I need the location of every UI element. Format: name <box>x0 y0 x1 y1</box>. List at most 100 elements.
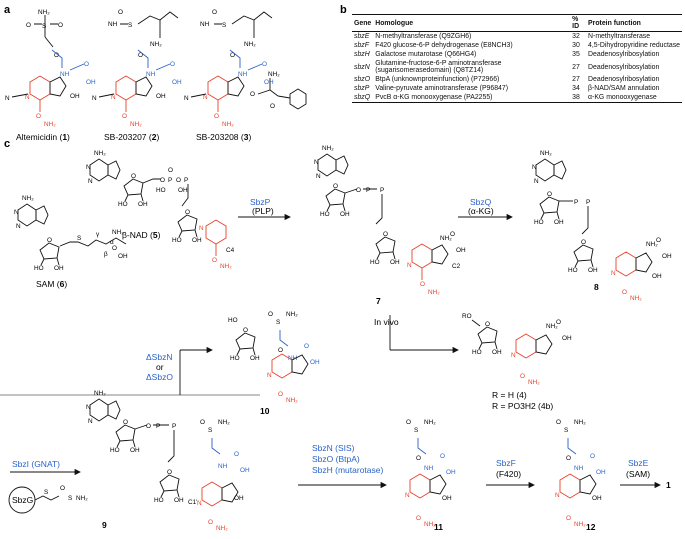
svg-text:OH: OH <box>562 335 572 342</box>
svg-text:NH₂: NH₂ <box>528 379 540 386</box>
svg-text:NH: NH <box>288 355 298 362</box>
svg-text:O: O <box>520 373 525 380</box>
svg-text:NH: NH <box>218 463 228 470</box>
svg-text:P: P <box>184 177 188 184</box>
function-cell: Deadenosylribosylation <box>588 51 660 58</box>
svg-text:NH₂: NH₂ <box>222 121 234 128</box>
sam-structure: S NH₂ OH O <box>13 194 128 273</box>
sbzI-label: SbzI (GNAT) <box>12 459 60 469</box>
sbzP-label: SbzP <box>250 197 271 207</box>
homologue-cell: Valine-pyruvate aminotransferase (P96847… <box>375 85 509 92</box>
svg-text:O: O <box>170 61 175 68</box>
svg-text:O: O <box>622 289 627 296</box>
svg-text:OH: OH <box>234 495 244 502</box>
svg-text:OH: OH <box>118 253 128 260</box>
svg-text:O: O <box>176 177 181 184</box>
svg-text:NH₂: NH₂ <box>218 419 230 426</box>
panel-a-label: a <box>4 4 11 16</box>
svg-text:P: P <box>156 423 160 430</box>
sam-cofactor-label: (SAM) <box>626 469 650 479</box>
svg-text:NH₂: NH₂ <box>286 311 298 318</box>
function-cell: 4,5-Dihydropyridine reductase <box>588 42 680 49</box>
svg-text:HO: HO <box>228 317 238 324</box>
svg-text:N: N <box>184 95 189 102</box>
svg-text:P: P <box>366 187 370 194</box>
svg-text:OH: OH <box>446 469 456 476</box>
svg-text:O: O <box>214 113 219 120</box>
svg-text:O: O <box>656 237 661 244</box>
svg-text:OH: OH <box>652 273 662 280</box>
svg-text:S: S <box>42 23 46 30</box>
table-row: sbzF F420 glucose-6-P dehydrogenase (E8NC… <box>352 41 682 50</box>
homologue-cell: Galactose mutarotase (Q66HG4) <box>375 51 477 58</box>
svg-text:O: O <box>406 419 411 426</box>
gene-cell: sbzH <box>354 51 370 58</box>
homologue-cell: F420 glucose-6-P dehydrogenase (E8NCH3) <box>375 42 513 49</box>
function-cell: α-KG monooxygenase <box>586 93 682 103</box>
delta-sbzO-label: ΔSbzO <box>146 372 173 382</box>
bnad-structure: O P O O HO OH P N O NH₂ <box>85 149 232 270</box>
svg-text:NH₂: NH₂ <box>424 419 436 426</box>
svg-text:NH₂: NH₂ <box>630 295 642 302</box>
r-h-label: R = H (4) <box>492 390 527 400</box>
panel-c-label: c <box>4 138 10 150</box>
svg-text:NH₂: NH₂ <box>546 323 558 330</box>
svg-text:OH: OH <box>172 79 182 86</box>
svg-text:NH₂: NH₂ <box>286 397 298 404</box>
svg-text:O: O <box>416 515 421 522</box>
svg-text:OH: OH <box>240 467 250 474</box>
panel-b-label: b <box>340 4 347 16</box>
sbzQ-label: SbzQ <box>470 197 492 207</box>
gene-cell: sbzQ <box>352 93 374 103</box>
svg-text:OH: OH <box>86 79 96 86</box>
svg-text:O: O <box>212 9 217 16</box>
svg-text:O: O <box>200 419 205 426</box>
svg-text:NH: NH <box>108 21 118 28</box>
svg-text:O: O <box>234 451 239 458</box>
id-cell: 35 <box>572 51 580 58</box>
gene-cell: sbzF <box>354 42 369 49</box>
svg-text:NH₂: NH₂ <box>76 495 88 502</box>
svg-text:OH: OH <box>156 93 166 100</box>
svg-text:O: O <box>160 177 165 184</box>
compound-11-label: 11 <box>434 522 443 532</box>
compound-12-structure: O S NH₂ O NH O OH OH O NH₂ <box>554 419 606 528</box>
svg-text:S: S <box>128 22 132 29</box>
compound-7-label: 7 <box>376 296 381 306</box>
svg-text:O: O <box>450 231 455 238</box>
gene-cell: sbzO <box>354 76 371 83</box>
svg-text:P: P <box>168 177 172 184</box>
svg-text:NH: NH <box>146 71 156 78</box>
svg-text:O: O <box>212 257 217 264</box>
svg-text:O: O <box>138 52 143 59</box>
svg-text:NH₂: NH₂ <box>216 525 228 532</box>
compound-9-label: 9 <box>102 520 107 530</box>
sb203208-structure: O NH S NH₂ O NH O OH O NH₂ O N O NH₂ <box>184 9 307 128</box>
svg-text:O: O <box>268 311 273 318</box>
gene-cell: sbzP <box>354 85 370 92</box>
function-cell: β-NAD/SAM annulation <box>588 85 660 92</box>
delta-sbzN-label: ΔSbzN <box>146 352 172 362</box>
compound-11-structure: O S NH₂ O NH O OH OH O NH₂ <box>404 419 456 528</box>
svg-text:S: S <box>276 319 280 326</box>
svg-text:O: O <box>420 281 425 288</box>
compound-8-structure: P P NH₂ O OH OH O NH₂ <box>531 149 672 302</box>
svg-text:P: P <box>380 187 384 194</box>
svg-text:O: O <box>36 113 41 120</box>
svg-text:O: O <box>440 453 445 460</box>
svg-text:O: O <box>556 319 561 326</box>
svg-text:O: O <box>122 113 127 120</box>
svg-text:S: S <box>208 427 212 434</box>
sbzE-label: SbzE <box>628 458 649 468</box>
col-header-function: Protein function <box>586 14 682 32</box>
sb203207-structure: O NH S NH₂ O NH O OH OH N O NH₂ <box>92 9 182 128</box>
svg-text:NH₂: NH₂ <box>130 121 142 128</box>
svg-text:O: O <box>278 347 283 354</box>
svg-text:O: O <box>270 103 275 110</box>
plp-label: (PLP) <box>252 206 274 216</box>
svg-text:NH₂: NH₂ <box>150 41 162 48</box>
compound-9-structure: O P P O S NH₂ NH O OH OH O NH₂ <box>85 389 250 532</box>
